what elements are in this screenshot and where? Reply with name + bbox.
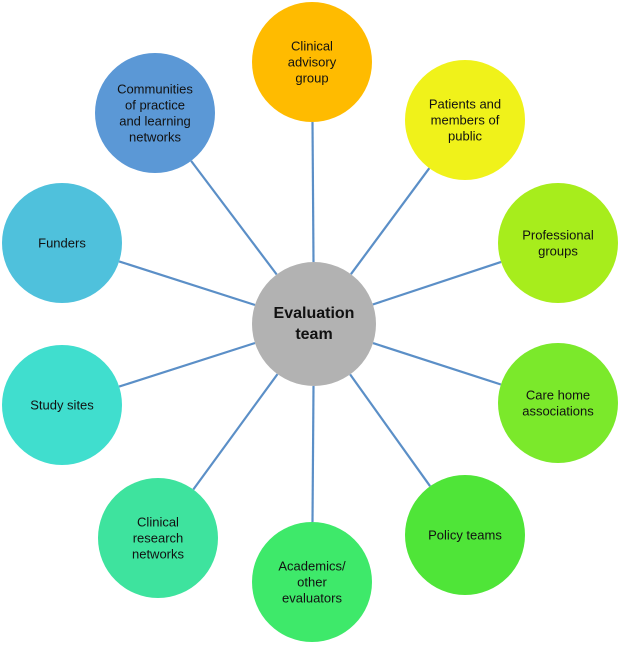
connector-line-funders [118, 260, 256, 307]
node-label-line: groups [538, 244, 578, 259]
node-circle [2, 345, 122, 465]
node-policy-teams: Policy teams [405, 475, 525, 595]
node-circle [252, 2, 372, 122]
node-label-line: Academics/ [278, 559, 346, 574]
node-circle [498, 343, 618, 463]
node-label-line: public [448, 129, 482, 144]
node-label-line: Communities [117, 82, 193, 97]
node-label-line: Clinical [291, 39, 333, 54]
center-circle [252, 262, 376, 386]
connector-line-clinical-advisory-group [311, 121, 315, 263]
node-label-line: Study sites [30, 398, 94, 413]
node-label-line: Policy teams [428, 528, 502, 543]
node-circle [95, 53, 215, 173]
connector-line-study-sites [118, 341, 256, 388]
node-circle [2, 183, 122, 303]
connector-line-care-home-associations [372, 342, 502, 386]
node-label-line: evaluators [282, 591, 342, 606]
node-label-line: research [133, 531, 184, 546]
node-label-line: members of [431, 113, 500, 128]
connector-line-communities-of-practice [190, 160, 278, 276]
node-label-line: associations [522, 404, 594, 419]
node-circle [405, 60, 525, 180]
node-circle [98, 478, 218, 598]
node-label-line: Care home [526, 388, 590, 403]
node-circle [498, 183, 618, 303]
node-label-line: networks [132, 547, 185, 562]
connector-line-professional-groups [372, 260, 502, 306]
node-study-sites: Study sites [2, 345, 122, 465]
node-label-line: Patients and [429, 97, 501, 112]
node-label-line: Clinical [137, 515, 179, 530]
connector-line-policy-teams [349, 373, 431, 487]
node-circle [405, 475, 525, 595]
node-label-line: other [297, 575, 327, 590]
node-label-line: Funders [38, 236, 86, 251]
connector-line-clinical-research-networks [192, 373, 279, 491]
node-label-line: advisory [288, 55, 337, 70]
connector-line-academics-other-evaluators [311, 385, 315, 523]
node-label-line: networks [129, 130, 182, 145]
node-circle [252, 522, 372, 642]
node-label-line: Evaluation [274, 305, 355, 322]
center-node-evaluation-team: Evaluation team [252, 262, 376, 386]
node-label-line: of practice [125, 98, 185, 113]
node-funders: Funders [2, 183, 122, 303]
node-label-line: Professional [522, 228, 594, 243]
connector-line-patients-and-members-of-public [350, 167, 431, 275]
node-label-line: team [295, 326, 332, 343]
node-label-line: group [295, 71, 328, 86]
connectors [118, 121, 502, 523]
node-label-line: and learning [119, 114, 191, 129]
